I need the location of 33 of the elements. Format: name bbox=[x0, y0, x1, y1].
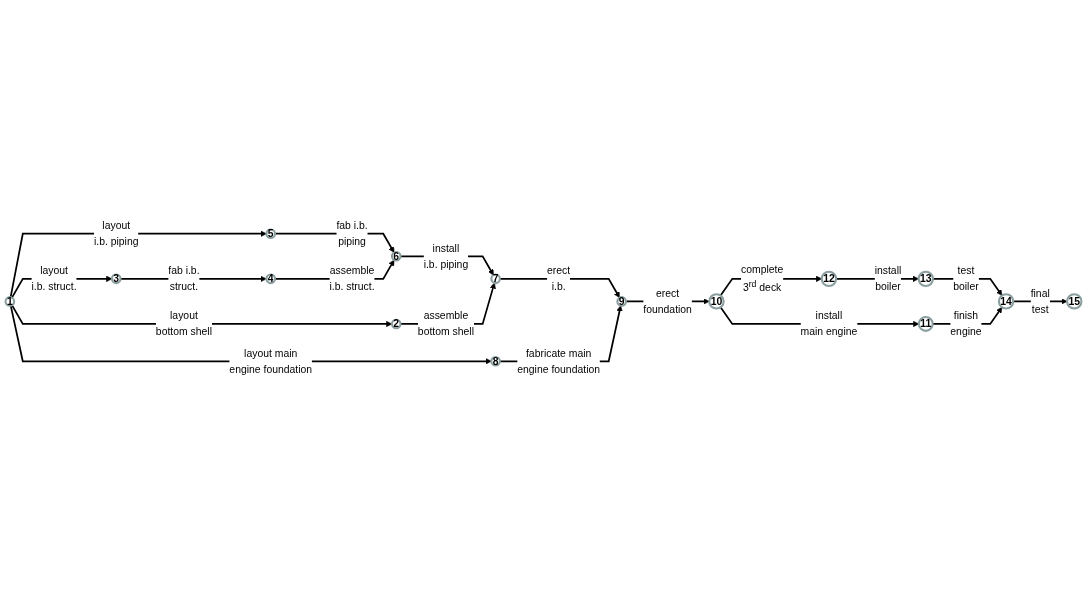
edge-label: install i.b. piping bbox=[423, 242, 469, 270]
edge-label: layout bottom shell bbox=[155, 309, 212, 338]
node-circle: 8 bbox=[490, 355, 501, 367]
node-circle: 7 bbox=[490, 273, 501, 285]
node-circle: 13 bbox=[917, 270, 934, 288]
edge-label: layout i.b. piping bbox=[93, 219, 139, 247]
node-circle: 12 bbox=[820, 270, 838, 288]
edge-label: erect i.b. bbox=[547, 264, 571, 293]
edge-label: layout i.b. struct. bbox=[31, 264, 77, 293]
node-circle: 9 bbox=[616, 296, 627, 307]
edge-label: layout main engine foundation bbox=[229, 347, 313, 375]
edge-label: complete 3$^{rd}$ deck bbox=[740, 263, 784, 294]
edge-label: install main engine bbox=[800, 309, 858, 338]
edge-label: test boiler bbox=[953, 264, 979, 293]
edge-label: fab i.b. struct. bbox=[168, 264, 200, 293]
node-circle: 1 bbox=[4, 296, 16, 307]
node-circle: 4 bbox=[265, 273, 277, 285]
edge-label: assemble i.b. struct. bbox=[329, 264, 375, 293]
edge-label: assemble bottom shell bbox=[417, 309, 474, 338]
node-circle: 14 bbox=[997, 293, 1015, 310]
node-circle: 2 bbox=[390, 318, 402, 330]
node-circle: 3 bbox=[110, 273, 122, 285]
edge-label: erect foundation bbox=[643, 287, 692, 315]
node-circle: 6 bbox=[390, 250, 402, 262]
edge-label: fab i.b. piping bbox=[336, 219, 368, 247]
edge-label: finish engine bbox=[950, 309, 982, 338]
node-circle: 10 bbox=[708, 293, 725, 310]
node-circle: 11 bbox=[917, 316, 934, 332]
node-circle: 15 bbox=[1066, 293, 1083, 310]
edge-label: fabricate main engine foundation bbox=[517, 347, 601, 375]
edge-label: install boiler bbox=[874, 264, 902, 293]
node-circle: 5 bbox=[265, 228, 277, 240]
edge-label: final test bbox=[1030, 287, 1050, 315]
